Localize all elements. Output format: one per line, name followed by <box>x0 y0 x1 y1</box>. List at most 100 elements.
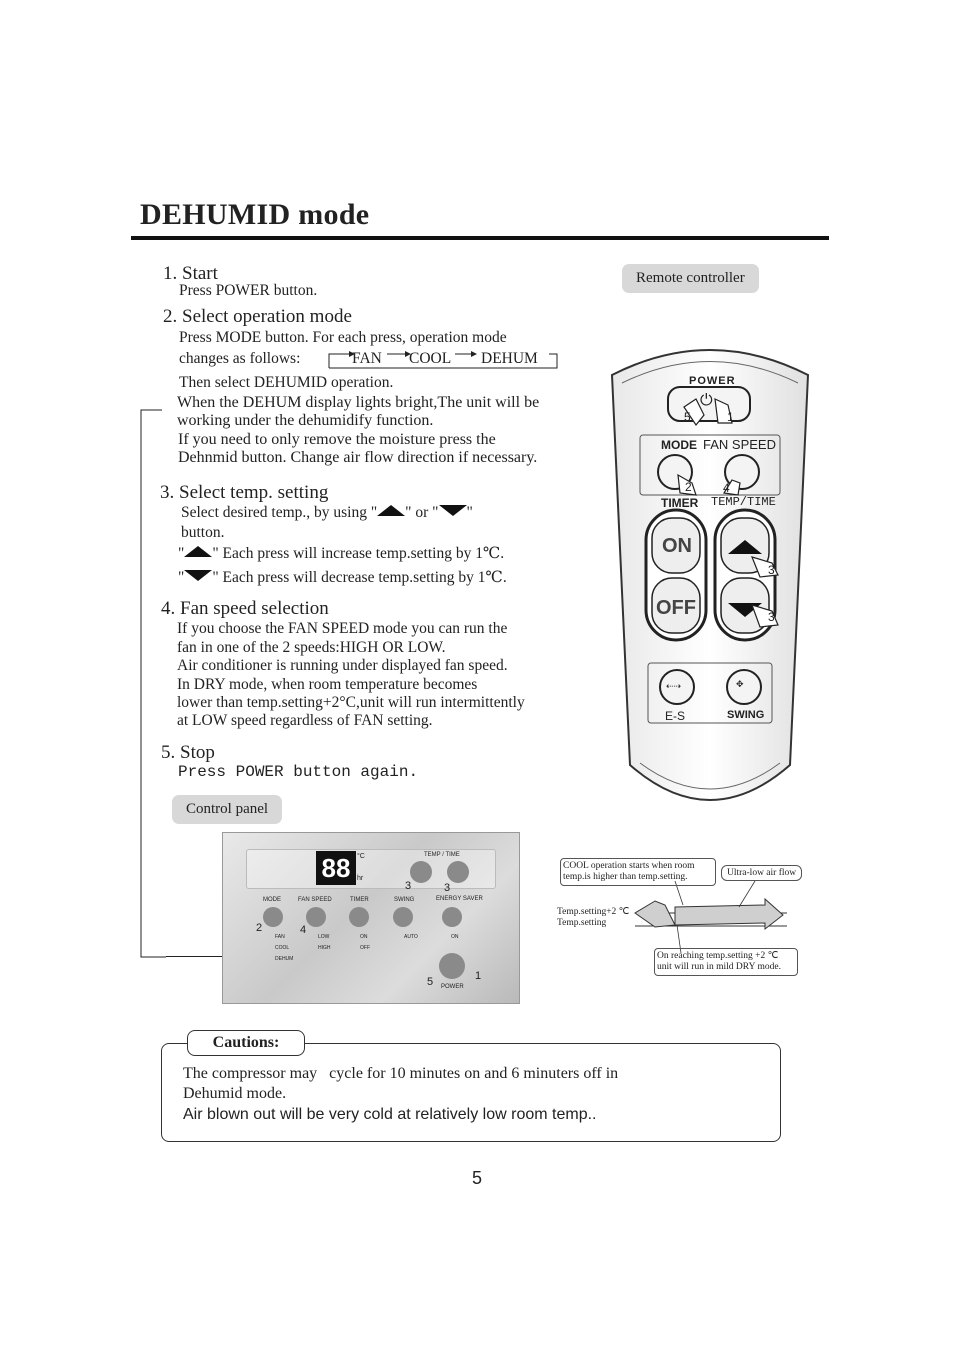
panel-mode-button[interactable] <box>263 907 283 927</box>
step-4-line-6: at LOW speed regardless of FAN setting. <box>177 712 433 729</box>
step-2-line-2: changes as follows: <box>179 350 301 367</box>
airflow-diagram <box>634 880 787 954</box>
panel-power-button[interactable] <box>439 953 465 979</box>
panel-high-indicator: HIGH <box>318 945 331 951</box>
step-2-line-3: Then select DEHUMID operation. <box>179 374 394 391</box>
remote-temp-up-button[interactable] <box>722 520 768 572</box>
es-button-icon[interactable]: ⇠⇢ <box>666 681 682 691</box>
remote-controller-drawing <box>610 349 810 801</box>
page-title: DEHUMID mode <box>140 198 370 231</box>
remote-controller-label: Remote controller <box>622 264 759 293</box>
callout-number: 5 <box>684 410 691 424</box>
cautions-label: Cautions: <box>187 1030 305 1056</box>
step-2-line-6: If you need to only remove the moisture … <box>178 431 496 448</box>
step-5-text: Press POWER button again. <box>178 763 419 781</box>
step-3-text-a: Select desired temp., by using " <box>181 504 378 521</box>
panel-timer-button[interactable] <box>349 907 369 927</box>
temp-setting-label: Temp.setting <box>557 918 607 928</box>
panel-timer-off-indicator: OFF <box>360 945 370 951</box>
caution-line-2: Dehumid mode. <box>183 1085 287 1102</box>
title-rule <box>131 236 829 240</box>
callout-number: 4 <box>723 481 730 495</box>
step-1-heading: 1. Start <box>163 263 218 284</box>
step-4-line-5: lower than temp.setting+2°C,unit will ru… <box>177 694 525 711</box>
mode-dehum-label: DEHUM <box>481 350 538 367</box>
panel-mode-label: MODE <box>263 897 281 903</box>
panel-fan-speed-button[interactable] <box>306 907 326 927</box>
step-3-text-c: " <box>466 504 473 521</box>
panel-dehum-indicator: DEHUM <box>275 956 294 962</box>
mode-sequence-arrows <box>328 351 558 369</box>
remote-temp-down-button[interactable] <box>722 580 768 632</box>
dry-mode-note: On reaching temp.setting +2 ℃ unit will … <box>654 948 798 976</box>
step-4-line-2: fan in one of the 2 speeds:HIGH OR LOW. <box>177 639 446 656</box>
callout-number: 2 <box>685 480 692 494</box>
remote-power-button[interactable]: ⏻ <box>700 392 713 409</box>
step-3-up-quote: " <box>178 545 185 562</box>
panel-temp-up-button[interactable] <box>447 861 469 883</box>
panel-temp-time-label: TEMP / TIME <box>424 852 460 858</box>
connector-line-end <box>166 956 266 957</box>
step-3-down-text: " Each press will decrease temp.setting … <box>212 569 507 586</box>
step-2-line-5: working under the dehumidify function. <box>177 412 434 429</box>
remote-mode-label: MODE <box>661 438 697 452</box>
panel-timer-label: TIMER <box>350 897 369 903</box>
panel-cool-indicator: COOL <box>275 945 290 951</box>
swing-button-icon[interactable]: ✥ <box>736 679 744 689</box>
page-number: 5 <box>471 1168 482 1188</box>
up-arrow-icon <box>184 546 213 557</box>
step-4-line-4: In DRY mode, when room temperature becom… <box>177 676 478 693</box>
panel-unit-hr: hr <box>357 875 364 882</box>
cautions-box <box>161 1043 781 1142</box>
step-2-line-7: Dehnmid button. Change air flow directio… <box>178 449 538 466</box>
callout-number: 3 <box>405 880 412 892</box>
remote-off-button[interactable]: OFF <box>656 597 696 619</box>
temp-setting-plus-label: Temp.setting+2 ℃ <box>557 907 630 917</box>
step-3-line-1: Select desired temp., by using " " or " " <box>181 504 473 522</box>
step-3-up-text: " Each press will increase temp.setting … <box>212 545 505 562</box>
callout-number: 2 <box>256 922 263 934</box>
panel-digit-display: 88 <box>316 851 356 885</box>
up-arrow-icon <box>377 505 406 516</box>
panel-power-label: POWER <box>441 984 464 990</box>
remote-on-button[interactable]: ON <box>662 535 692 557</box>
panel-swing-button[interactable] <box>393 907 413 927</box>
panel-energy-saver-button[interactable] <box>442 907 462 927</box>
panel-unit-c: °C <box>357 853 365 860</box>
panel-es-on-indicator: ON <box>451 934 459 940</box>
control-panel-label: Control panel <box>172 795 283 824</box>
mode-cool-label: COOL <box>409 350 452 367</box>
callout-number: 4 <box>300 924 307 936</box>
down-arrow-icon <box>438 505 467 516</box>
step-3-increase: " " Each press will increase temp.setting… <box>178 544 504 563</box>
panel-auto-indicator: AUTO <box>404 934 418 940</box>
step-4-line-3: Air conditioner is running under display… <box>177 657 508 674</box>
step-3-text-b: " or " <box>405 504 439 521</box>
caution-line-3: Air blown out will be very cold at relat… <box>183 1106 597 1123</box>
remote-power-label: POWER <box>689 375 736 387</box>
remote-timer-label: TIMER <box>661 496 699 510</box>
callout-number: 1 <box>475 970 482 982</box>
callout-number: 3 <box>768 610 775 624</box>
step-3-down-quote: " <box>178 569 185 586</box>
remote-temp-time-label: TEMP/TIME <box>711 495 776 509</box>
cool-start-note: COOL operation starts when room temp.is … <box>560 858 716 886</box>
panel-fan-indicator: FAN <box>275 934 285 940</box>
panel-swing-label: SWING <box>394 897 415 903</box>
step-2-line-1: Press MODE button. For each press, opera… <box>179 329 507 346</box>
remote-es-label: E-S <box>665 709 686 723</box>
step-2-heading: 2. Select operation mode <box>163 306 352 327</box>
step-4-line-1: If you choose the FAN SPEED mode you can… <box>177 620 508 637</box>
panel-low-indicator: LOW <box>318 934 330 940</box>
callout-number: 3 <box>768 563 775 577</box>
panel-temp-down-button[interactable] <box>410 861 432 883</box>
down-arrow-icon <box>184 570 213 581</box>
step-3-line-2: button. <box>181 524 225 541</box>
step-1-text: Press POWER button. <box>179 282 318 299</box>
callout-number: 5 <box>427 976 434 988</box>
caution-line-1: The compressor may cycle for 10 minutes … <box>183 1065 619 1082</box>
panel-fan-speed-label: FAN SPEED <box>298 897 332 903</box>
mode-fan-label: FAN <box>352 350 382 367</box>
step-3-decrease: " " Each press will decrease temp.setting… <box>178 568 507 587</box>
remote-swing-label: SWING <box>727 709 765 721</box>
